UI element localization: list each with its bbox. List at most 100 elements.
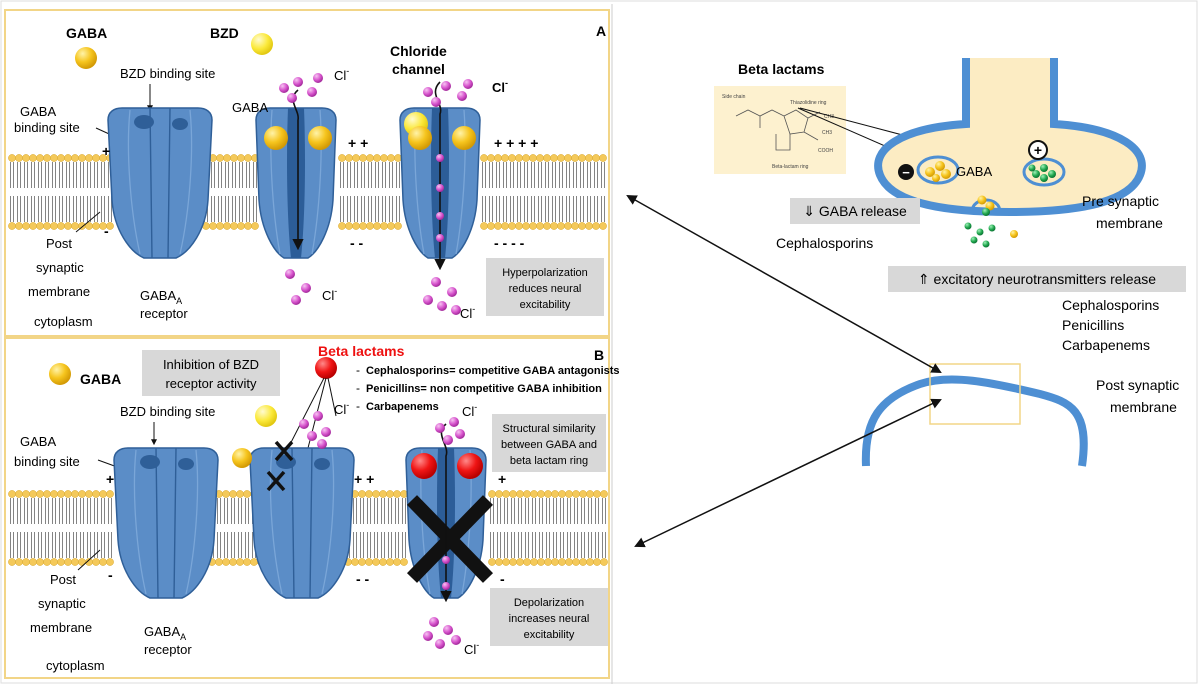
gaba-a-receptor-closed — [107, 107, 213, 259]
cl-label-b-top: Cl- — [334, 400, 349, 417]
gaba-a-receptor-b-2 — [249, 447, 355, 599]
panel-a-frame — [4, 9, 610, 337]
bound-gaba-right-3 — [452, 126, 476, 150]
receptor-label-a-1: GABAA — [140, 288, 182, 306]
charge-plus-4: + + + + — [494, 135, 538, 151]
drug-carbapenems: Carbapenems — [1062, 337, 1150, 353]
membrane-pointer-b — [77, 549, 101, 571]
panel-a: A GABA BZD BZD binding site GABA binding… — [14, 23, 606, 329]
gaba-binding-site-label-1: GABA — [20, 104, 56, 119]
receptor-label-b-1: GABAA — [144, 624, 186, 642]
inhibition-sign-text: − — [902, 165, 910, 180]
connector-arrow-a — [626, 194, 942, 374]
cl-label-b-mid: Cl- — [462, 402, 477, 419]
released-molecules — [964, 195, 1018, 248]
post-synaptic-label-1: Post — [46, 236, 72, 251]
postsynaptic-zoom-box — [929, 363, 1021, 425]
gaba-binding-site-label-b-1: GABA — [20, 434, 56, 449]
structure-cooh: COOH — [818, 148, 833, 154]
cl-flow-arrow-1 — [292, 89, 304, 251]
bound-beta-lactam-left — [411, 453, 437, 479]
pre-synaptic-label-1: Pre synaptic — [1082, 193, 1159, 209]
charge-minus-1: - — [104, 223, 109, 239]
cl-label-b-bottom: Cl- — [464, 640, 479, 657]
gaba-release-label: ⇓ GABA release — [803, 203, 907, 219]
bullet-cephalosporins: Cephalosporins= competitive GABA antagon… — [366, 365, 620, 377]
gaba-a-receptor-b-1 — [113, 447, 219, 599]
charge-minus-b-1: - — [108, 567, 113, 583]
post-synaptic-label-b-3: membrane — [30, 620, 92, 635]
drug-cephalosporins: Cephalosporins — [1062, 297, 1159, 313]
pre-synaptic-label-2: membrane — [1096, 215, 1163, 231]
beta-lactam-molecule-b — [315, 357, 337, 379]
bullet-carbapenems: Carbapenems — [366, 401, 439, 413]
chloride-channel-label-1: Chloride — [390, 43, 447, 59]
bound-gaba-left-3 — [408, 126, 432, 150]
hyperpolarization-line-3: excitability — [520, 299, 571, 311]
charge-minus-b-2: - - — [356, 571, 370, 587]
drug-penicillins: Penicillins — [1062, 317, 1124, 333]
cl-label-top-2: Cl- — [492, 78, 508, 95]
structure-ch3-a: CH3 — [824, 114, 834, 120]
inhibition-bzd-box — [142, 350, 280, 396]
panel-b: B GABA Inhibition of BZD receptor activi… — [14, 343, 620, 673]
cytoplasm-label-b: cytoplasm — [46, 658, 105, 673]
gaba-legend-label-b: GABA — [80, 371, 121, 387]
excitatory-release-label: ⇑ excitatory neurotransmitters release — [918, 271, 1156, 287]
postsynaptic-membrane — [861, 375, 1088, 467]
structure-ch3-b: CH3 — [822, 130, 832, 136]
free-bzd-b — [255, 405, 277, 427]
presynaptic-outline — [874, 58, 1146, 217]
panel-b-letter: B — [594, 347, 604, 363]
bzd-legend-label: BZD — [210, 25, 239, 41]
right-panel: Beta lactams Side chain Thiazolidine rin… — [626, 58, 1186, 548]
bullet-mark-3: - — [356, 399, 360, 413]
excitatory-vesicle — [1022, 157, 1066, 187]
cytoplasm-label-a: cytoplasm — [34, 314, 93, 329]
blocked-channel-x — [406, 495, 494, 583]
bound-gaba-right — [308, 126, 332, 150]
bzd-binding-site-label: BZD binding site — [120, 66, 215, 81]
activation-sign — [1028, 140, 1048, 160]
depolarization-line-2: increases neural — [509, 613, 590, 625]
post-synaptic-label-b-1: Post — [50, 572, 76, 587]
post-synaptic-right-2: membrane — [1110, 399, 1177, 415]
chloride-channel-label-2: channel — [392, 61, 445, 77]
charge-minus-b-3: - — [500, 571, 505, 587]
charge-plus-b-1: + — [106, 471, 114, 487]
beta-lactams-title-b: Beta lactams — [318, 343, 405, 359]
cl-label-bottom-2: Cl- — [460, 304, 475, 321]
depolarization-line-3: excitability — [524, 629, 575, 641]
structure-side-chain: Side chain — [722, 94, 746, 100]
gaba-binding-site-label-2: binding site — [14, 120, 80, 135]
receptor-label-b-2: receptor — [144, 642, 192, 657]
structural-line-1: Structural similarity — [503, 423, 596, 435]
panel-b-frame — [4, 337, 610, 679]
bound-gaba-left — [264, 126, 288, 150]
activation-sign-text: + — [1034, 142, 1042, 158]
structure-beta-lactam-ring: Beta-lactam ring — [772, 164, 809, 170]
connector-arrow-b — [634, 398, 942, 548]
beta-lactam-structure-card — [714, 86, 846, 174]
gaba-legend-label: GABA — [66, 25, 107, 41]
lipid-bilayers — [8, 154, 608, 566]
post-synaptic-label-b-2: synaptic — [38, 596, 86, 611]
gaba-legend-molecule-b — [49, 363, 71, 385]
depolarization-box — [490, 588, 608, 646]
bullet-mark-2: - — [356, 381, 360, 395]
cl-label-bottom-1: Cl- — [322, 286, 337, 303]
bzd-legend-molecule — [251, 33, 273, 55]
inhibition-sign — [898, 164, 914, 180]
chloride-ions-b — [299, 411, 465, 649]
membrane-pointer-a — [75, 211, 101, 233]
beta-lactams-title-right: Beta lactams — [738, 61, 825, 77]
gaba-top-label: GABA — [232, 100, 268, 115]
post-synaptic-label-3: membrane — [28, 284, 90, 299]
beta-lactam-line-3 — [327, 377, 337, 417]
post-synaptic-label-2: synaptic — [36, 260, 84, 275]
structural-line-3: beta lactam ring — [510, 455, 588, 467]
gaba-legend-molecule — [75, 47, 97, 69]
gaba-vesicle-label: GABA — [956, 164, 992, 179]
